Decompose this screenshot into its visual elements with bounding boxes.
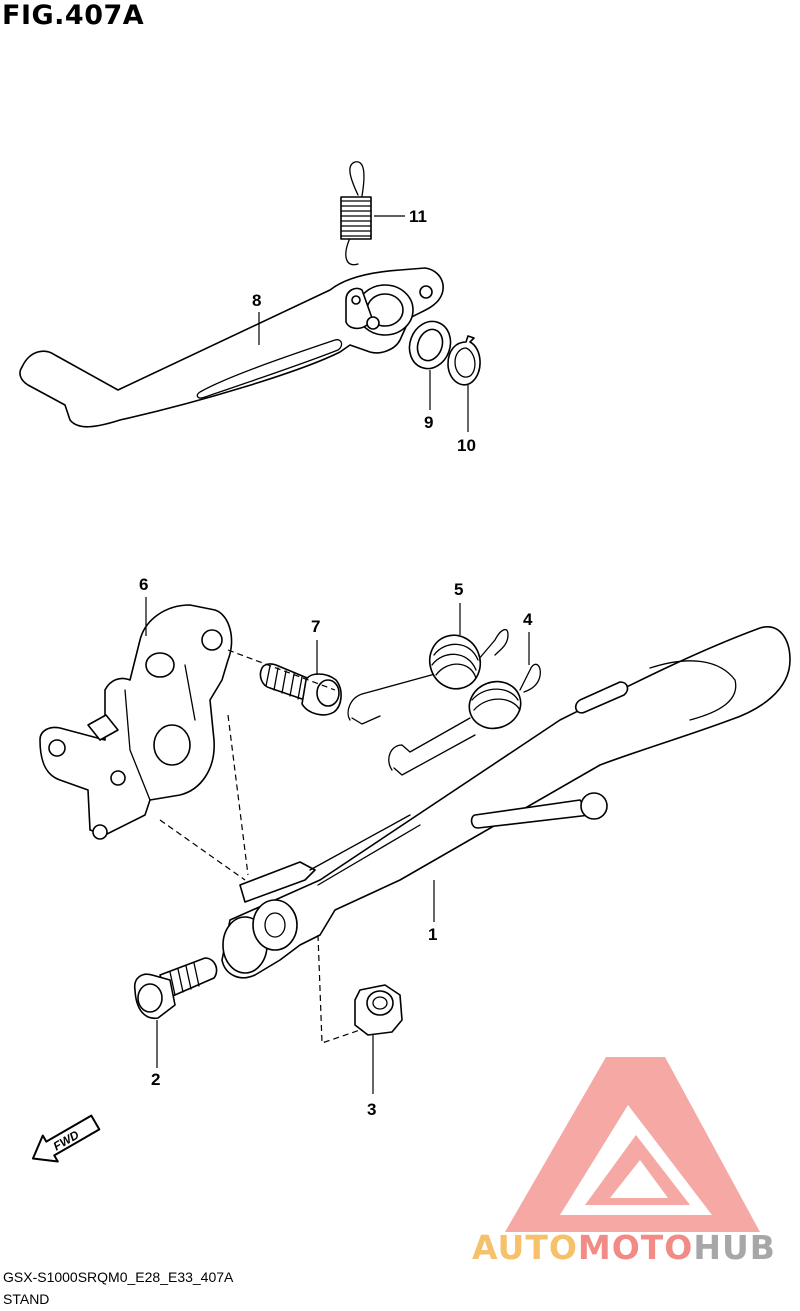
callout-5: 5	[454, 580, 463, 599]
leader-lines	[145, 215, 530, 1094]
callout-2: 2	[151, 1070, 160, 1089]
circlip-10	[447, 335, 481, 386]
callout-6: 6	[139, 575, 148, 594]
watermark-auto: AUTO	[472, 1228, 578, 1267]
watermark-moto: MOTO	[577, 1228, 694, 1267]
section-name: STAND	[3, 1291, 50, 1307]
lever-8	[19, 267, 444, 428]
washer-9	[408, 320, 452, 370]
watermark-hub: HUB	[693, 1228, 776, 1267]
pivot-bolt-2	[133, 957, 218, 1019]
callout-4: 4	[523, 610, 533, 629]
callout-11: 11	[409, 207, 427, 226]
watermark-text: AUTOMOTOHUB	[472, 1228, 776, 1267]
callout-3: 3	[367, 1100, 376, 1119]
spring-4	[388, 663, 541, 776]
callout-7: 7	[311, 617, 320, 636]
nut-3	[354, 984, 403, 1036]
callout-10: 10	[457, 436, 476, 455]
callout-9: 9	[424, 413, 433, 432]
side-stand-1	[221, 626, 791, 979]
watermark-logo	[505, 1057, 760, 1232]
bolt-7	[259, 663, 342, 716]
callout-1: 1	[428, 925, 437, 944]
model-code: GSX-S1000SRQM0_E28_E33_407A	[3, 1269, 234, 1285]
fwd-arrow-icon: FWD	[31, 1114, 101, 1163]
figure-title: FIG.407A	[2, 0, 145, 31]
spring-11	[340, 161, 372, 266]
callout-8: 8	[252, 291, 261, 310]
spring-5	[347, 628, 509, 725]
bracket-6	[39, 604, 233, 840]
